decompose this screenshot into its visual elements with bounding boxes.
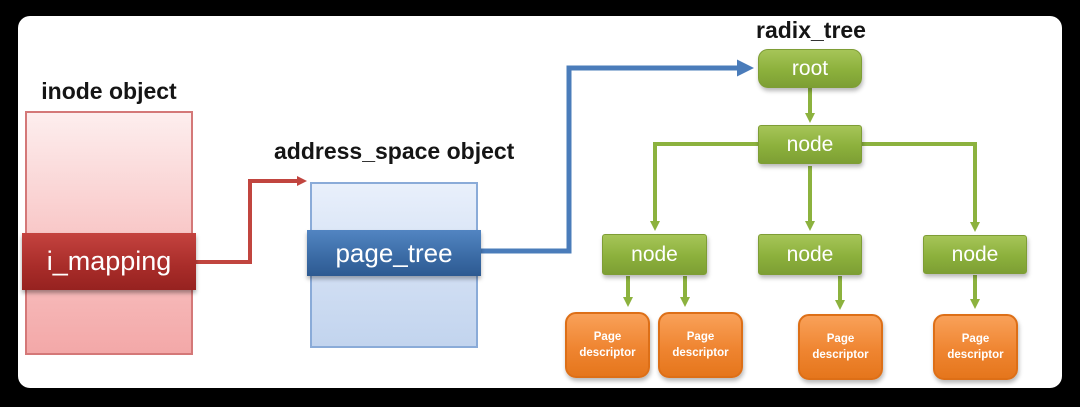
page-tree-field: page_tree xyxy=(307,230,481,276)
radix-level2-left-label: node xyxy=(631,242,678,266)
page-descriptor-2: Page descriptor xyxy=(658,312,743,378)
i-mapping-field: i_mapping xyxy=(22,233,196,290)
radix-level2-middle-label: node xyxy=(786,242,834,266)
radix-root-node: root xyxy=(758,49,862,88)
page-descriptor-1: Page descriptor xyxy=(565,312,650,378)
radix-level1-label: node xyxy=(786,132,834,156)
radix-level2-right-label: node xyxy=(951,242,999,266)
radix-level2-node-left: node xyxy=(602,234,707,275)
i-mapping-label: i_mapping xyxy=(46,246,172,276)
address-space-object-title: address_space object xyxy=(274,138,515,164)
radix-tree-title: radix_tree xyxy=(756,17,866,43)
radix-level1-node: node xyxy=(758,125,862,164)
page-descriptor-3-label: Page descriptor xyxy=(812,333,869,361)
radix-level2-node-right: node xyxy=(923,235,1027,274)
page-descriptor-1-label: Page descriptor xyxy=(579,331,636,359)
page-tree-label: page_tree xyxy=(335,237,453,268)
radix-level2-node-middle: node xyxy=(758,234,862,275)
page-descriptor-4: Page descriptor xyxy=(933,314,1018,380)
page-descriptor-3: Page descriptor xyxy=(798,314,883,380)
page-descriptor-2-label: Page descriptor xyxy=(672,331,729,359)
inode-object-title: inode object xyxy=(41,78,177,104)
page-descriptor-4-label: Page descriptor xyxy=(947,333,1004,361)
radix-root-label: root xyxy=(791,56,829,80)
